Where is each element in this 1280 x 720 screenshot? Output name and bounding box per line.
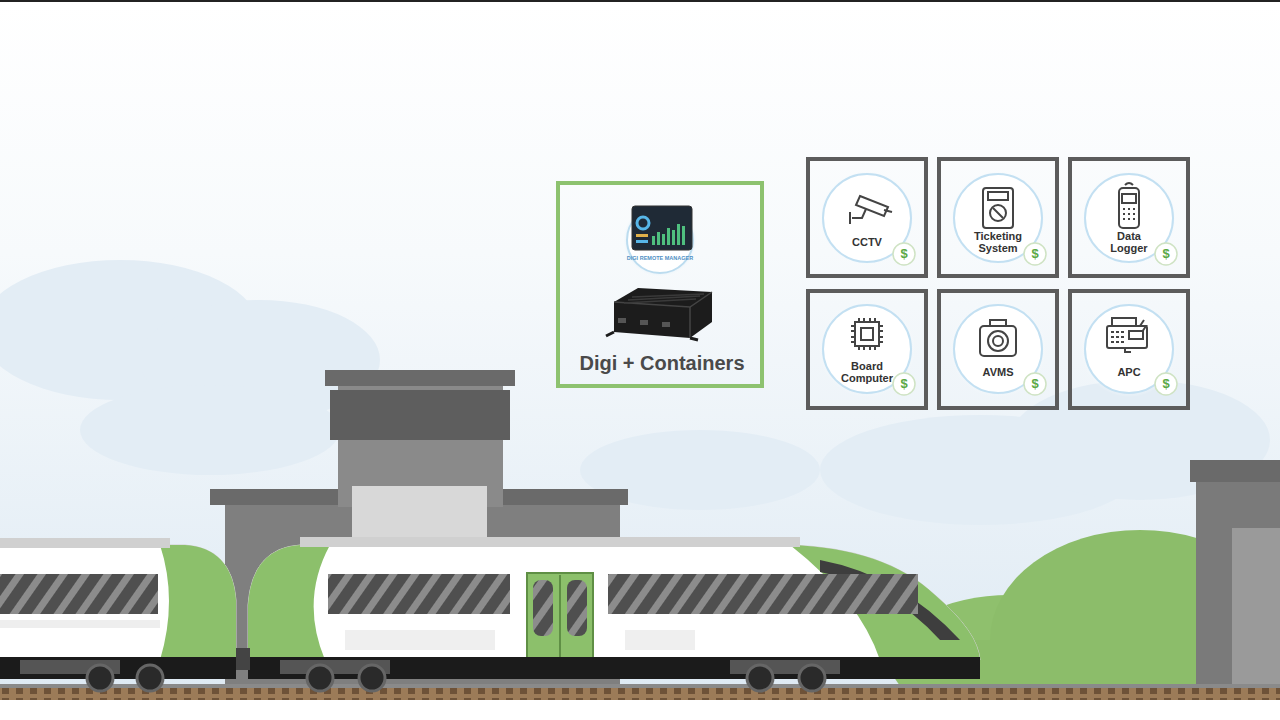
service-name: AVMS <box>966 367 1030 379</box>
station-building <box>210 370 628 690</box>
digi-containers-box: Digi + Containers <box>556 181 764 388</box>
railway-track <box>0 684 1280 720</box>
service-box: CCTV$ <box>806 157 928 278</box>
service-box: AVMS$ <box>937 289 1059 410</box>
price-symbol: $ <box>1027 247 1043 261</box>
digi-remote-manager-icon <box>622 202 698 278</box>
service-name: Data Logger <box>1097 231 1161 254</box>
digi-gateway-device <box>606 288 712 340</box>
price-symbol: $ <box>896 377 912 391</box>
price-symbol: $ <box>896 247 912 261</box>
price-symbol: $ <box>1027 377 1043 391</box>
service-name: CCTV <box>835 237 899 249</box>
product-name: DIGI REMOTE MANAGER <box>627 255 693 261</box>
train-car <box>236 537 980 679</box>
price-symbol: $ <box>1158 377 1174 391</box>
service-box: Ticketing System$ <box>937 157 1059 278</box>
service-name: Ticketing System <box>966 231 1030 254</box>
clouds <box>0 260 1270 525</box>
box-title: Digi + Containers <box>562 353 762 374</box>
price-badges <box>893 243 1177 395</box>
train-car <box>0 538 236 679</box>
service-box: Data Logger$ <box>1068 157 1190 278</box>
side-building <box>1190 460 1280 690</box>
price-symbol: $ <box>1158 247 1174 261</box>
service-box: Board Computer$ <box>806 289 928 410</box>
wheels <box>87 665 825 691</box>
service-name: APC <box>1097 367 1161 379</box>
service-name: Board Computer <box>835 361 899 384</box>
service-box: APC$ <box>1068 289 1190 410</box>
service-icons <box>819 170 1177 397</box>
